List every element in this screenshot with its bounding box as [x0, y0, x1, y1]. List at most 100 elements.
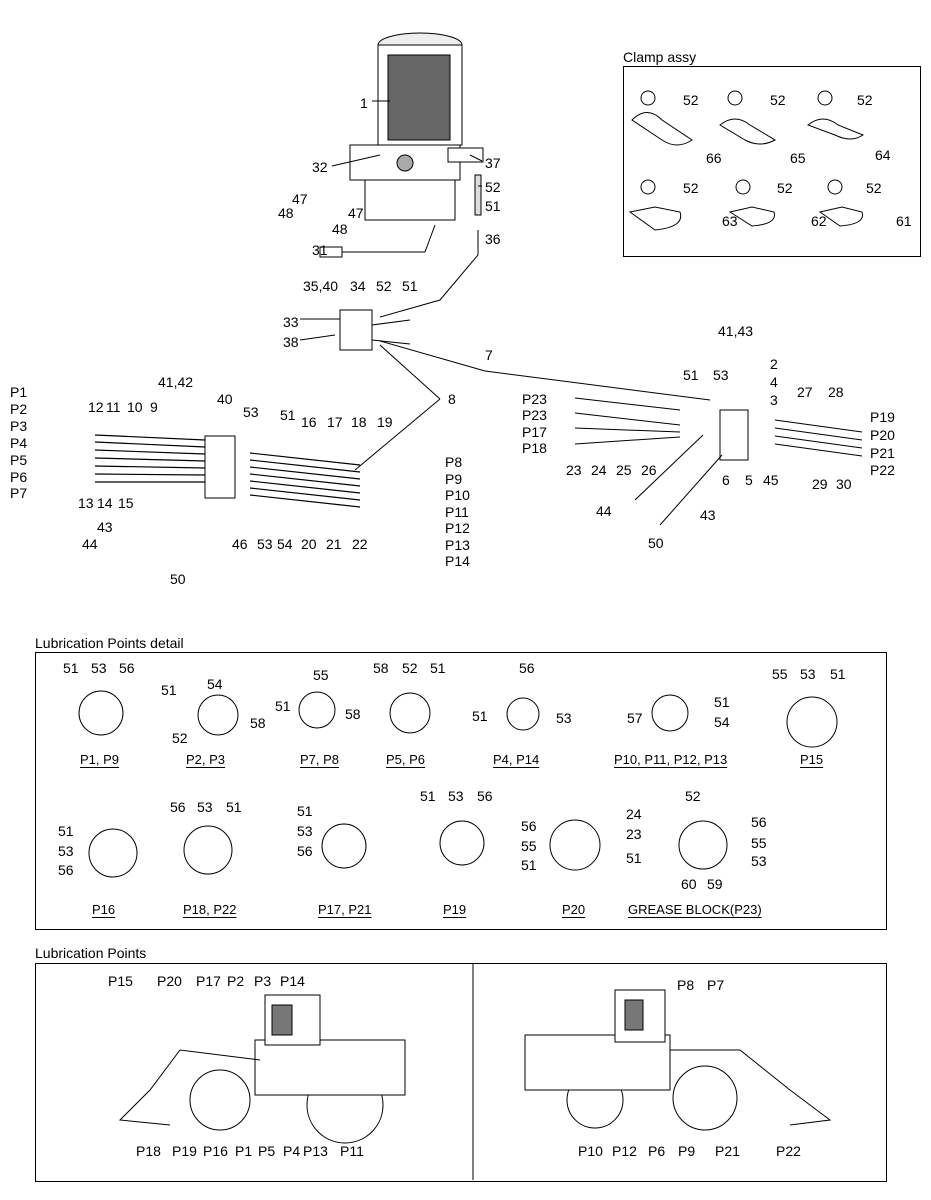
lubrication-detail-callout: 56	[477, 788, 493, 804]
main-diagram-callout: 7	[485, 347, 493, 363]
clamp-assy-callout: 52	[857, 92, 873, 108]
main-diagram-callout: 46	[232, 536, 248, 552]
detail-caption: P2, P3	[186, 752, 226, 767]
main-diagram-callout: P10	[445, 487, 470, 503]
detail-caption: GREASE BLOCK(P23)	[628, 902, 762, 917]
lubrication-points-left-callout: P18	[136, 1143, 161, 1159]
lubrication-points-left-callout: P11	[340, 1143, 364, 1159]
lubrication-detail-callout: 53	[91, 660, 107, 676]
main-diagram-callout: P18	[522, 440, 547, 456]
lubrication-points-right-callout: P21	[715, 1143, 740, 1159]
clamp-assy-title: Clamp assy	[623, 49, 697, 65]
main-diagram-callout: P2	[10, 401, 28, 417]
lubrication-detail-panel	[35, 652, 887, 930]
lubrication-detail-callout: 55	[313, 667, 329, 683]
lubrication-detail-callout: 51	[275, 698, 291, 714]
main-diagram-callout: 2	[770, 356, 778, 372]
main-diagram-callout: P20	[870, 427, 895, 443]
main-diagram-callout: P7	[10, 485, 28, 501]
main-diagram-callout: 33	[283, 314, 299, 330]
lubrication-points-left-callout: P17	[196, 973, 221, 989]
lubrication-points-title: Lubrication Points	[35, 945, 147, 961]
lubrication-points-right-callout: P7	[707, 977, 725, 993]
main-diagram-callout: P17	[522, 424, 547, 440]
main-diagram-callout: 41,43	[718, 323, 754, 339]
lubrication-detail-callout: 54	[714, 714, 730, 730]
main-diagram-callout: 53	[257, 536, 273, 552]
lubrication-detail-callout: 57	[627, 710, 643, 726]
lubrication-detail-callout: 51	[297, 803, 313, 819]
clamp-assy-callout: 52	[683, 92, 699, 108]
main-diagram-callout: 26	[641, 462, 657, 478]
lubrication-detail-callout: 23	[626, 826, 642, 842]
detail-caption: P20	[562, 902, 586, 917]
detail-caption: P7, P8	[300, 752, 340, 767]
main-diagram-callout: P8	[445, 454, 463, 470]
main-diagram-callout: P6	[10, 469, 28, 485]
lubrication-detail-callout: 54	[207, 676, 223, 692]
main-diagram-callout: 51	[485, 198, 501, 214]
lubrication-detail-callout: 55	[772, 666, 788, 682]
main-diagram-callout: 23	[566, 462, 582, 478]
lubrication-points-left-callout: P5	[258, 1143, 276, 1159]
main-diagram-callout: 37	[485, 155, 501, 171]
main-diagram-callout: 45	[763, 472, 779, 488]
main-diagram-callout: P19	[870, 409, 895, 425]
leader-lines	[331, 100, 711, 471]
lubrication-detail-callout: 60	[681, 876, 697, 892]
main-diagram-callout: 40	[217, 391, 233, 407]
lubrication-points-right-callout: P9	[678, 1143, 696, 1159]
lubrication-points-left-callout: P2	[227, 973, 245, 989]
main-diagram-callout: 32	[312, 159, 328, 175]
lubrication-detail-callout: 53	[556, 710, 572, 726]
detail-caption: P15	[800, 752, 824, 767]
lubrication-detail-callout: 51	[472, 708, 488, 724]
main-diagram-callout: 51	[280, 407, 296, 423]
wheel-loader-right	[524, 989, 832, 1131]
main-diagram-callout: 44	[82, 536, 98, 552]
main-diagram-callout: 20	[301, 536, 317, 552]
clamp-assy-callout: 52	[866, 180, 882, 196]
main-diagram-callout: 28	[828, 384, 844, 400]
main-diagram-callout: P23	[522, 407, 547, 423]
detail-caption: P17, P21	[318, 902, 372, 917]
main-diagram-callout: 5	[745, 472, 753, 488]
lubrication-points-left-callout: P16	[203, 1143, 228, 1159]
main-diagram-callout: P22	[870, 462, 895, 478]
lubrication-detail-callout: 53	[58, 843, 74, 859]
main-diagram-callout: 31	[312, 242, 328, 258]
main-diagram-callout: 14	[97, 495, 113, 511]
lubrication-detail-callout: 24	[626, 806, 642, 822]
main-diagram-callout: 1	[360, 95, 368, 111]
main-diagram-callout: 21	[326, 536, 342, 552]
distributor-block-left	[94, 434, 361, 508]
clamp-assy-panel	[623, 66, 921, 257]
main-diagram-callout: 24	[591, 462, 607, 478]
main-diagram-callout: P3	[10, 418, 28, 434]
lubrication-points-right-callout: P6	[648, 1143, 666, 1159]
lubrication-detail-callout: 51	[63, 660, 79, 676]
lubrication-points-left-callout: P1	[235, 1143, 253, 1159]
main-diagram-callout: 15	[118, 495, 134, 511]
lubrication-detail-callout: 51	[521, 857, 537, 873]
main-diagram-callout: 44	[596, 503, 612, 519]
lubrication-detail-callout: 53	[448, 788, 464, 804]
lubrication-detail-callout: 56	[297, 843, 313, 859]
main-diagram-callout: 17	[327, 414, 343, 430]
clamp-assy-callout: 62	[811, 213, 827, 229]
lubrication-detail-title: Lubrication Points detail	[35, 635, 184, 651]
main-diagram-callout: 9	[150, 399, 158, 415]
clamp-drawings	[628, 90, 865, 231]
lubrication-detail-callout: 53	[800, 666, 816, 682]
main-diagram-callout: 47	[348, 205, 364, 221]
main-diagram-callout: 22	[352, 536, 368, 552]
main-diagram-callout: P5	[10, 452, 28, 468]
lubrication-detail-callout: 53	[297, 823, 313, 839]
lubrication-points-panel	[35, 963, 887, 1182]
main-diagram-callout: 29	[812, 476, 828, 492]
clamp-assy-callout: 52	[770, 92, 786, 108]
lubrication-detail-callout: 56	[58, 862, 74, 878]
lubrication-points-left-callout: P13	[303, 1143, 328, 1159]
detail-caption: P10, P11, P12, P13	[614, 752, 728, 767]
main-diagram-callout: 52	[485, 179, 501, 195]
